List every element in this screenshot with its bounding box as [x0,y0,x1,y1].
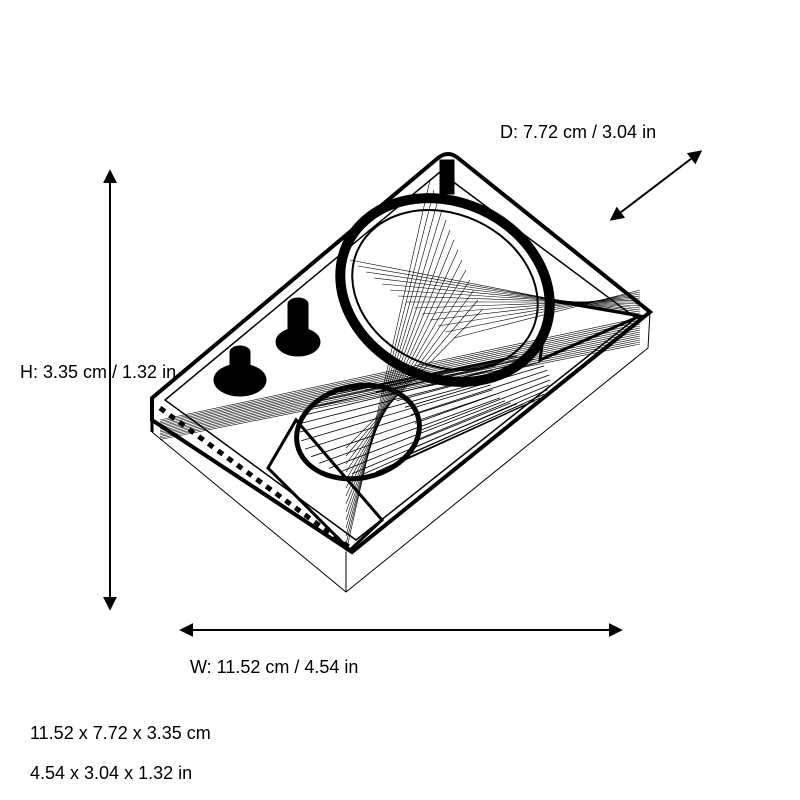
width-label: W: 11.52 cm / 4.54 in [190,657,359,677]
mesh-line [357,265,641,315]
right-wing [538,298,646,363]
mesh-line [319,361,501,402]
back-post [439,159,455,195]
mesh-line [404,365,545,408]
mesh-line [159,325,641,427]
mesh-line [159,339,641,437]
mesh-line [345,289,475,465]
mesh-line [389,289,641,307]
mesh-line [373,277,641,311]
mesh-line [310,393,496,458]
mesh-line [328,358,506,397]
mesh-line [363,355,524,391]
mesh-line [351,403,518,475]
mesh-line [345,279,471,473]
mesh-line [397,295,641,305]
mesh-line [310,365,496,408]
screw-post-2 [213,345,267,397]
mesh-line [345,269,467,481]
mesh-line [304,389,493,450]
cup-base-triangle [266,417,385,553]
mesh-line [386,358,536,397]
mesh-line [381,283,641,309]
small-cup-rim [294,382,422,482]
dimensions-metric: 11.52 x 7.72 x 3.35 cm [30,723,211,743]
mesh-line [159,341,641,439]
height-label: H: 3.35 cm / 1.32 in [20,362,177,382]
wireframe-model [150,152,654,593]
mesh-line [396,361,541,402]
mesh-line [365,271,641,313]
mesh-line [345,239,455,505]
screw-post-1 [275,297,321,357]
box-right-corner [647,311,651,349]
mesh-line [429,295,641,321]
mesh-line [159,323,641,425]
mesh-line [414,384,550,442]
mesh-line [345,189,435,545]
front-edge-detail [158,405,352,551]
depth-arrow [609,150,703,221]
mesh-line [345,209,443,529]
mesh-line [299,379,491,433]
cup-mesh [299,355,551,475]
mesh-line [345,259,463,489]
mesh-line [375,356,530,393]
mesh-line [345,179,431,553]
mesh-line [413,299,641,309]
mesh-line [345,219,447,521]
mesh-line [410,369,548,416]
mesh-line [301,384,491,442]
mesh-line [363,403,524,475]
mesh-line [345,309,483,449]
mesh-line [345,229,451,513]
mesh-line [301,374,491,424]
dimensions-imperial: 4.54 x 3.04 x 1.32 in [30,763,193,783]
mesh-line [319,397,501,464]
mesh-line [445,291,641,333]
mesh-line [415,379,551,433]
box-top-edge [150,152,654,555]
mesh-line [386,400,536,469]
large-ring-inner [351,209,539,371]
mesh-line [339,402,511,473]
depth-label: D: 7.72 cm / 3.04 in [500,122,657,142]
mesh-line [414,374,550,424]
